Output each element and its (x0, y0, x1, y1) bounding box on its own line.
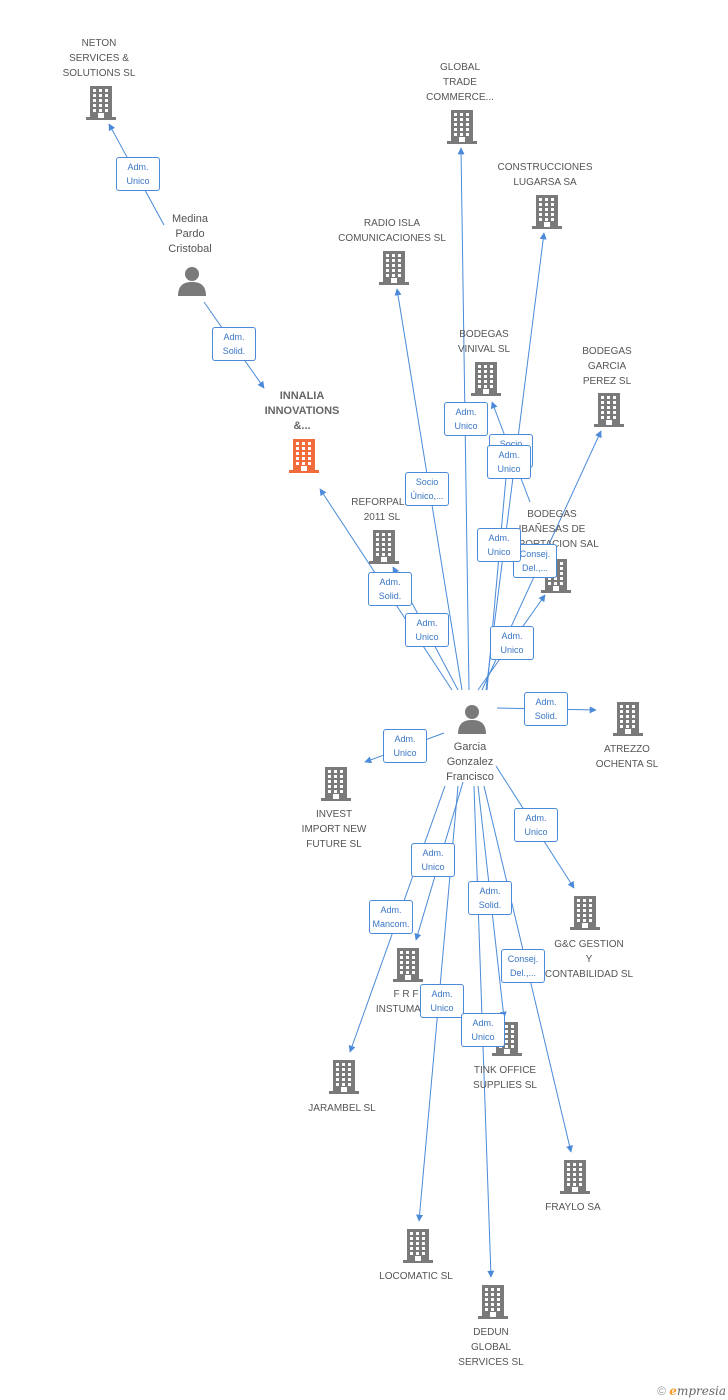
role-badge[interactable]: Adm. Unico (116, 157, 160, 191)
role-badge[interactable]: Adm. Unico (461, 1013, 505, 1047)
company-name-label[interactable]: DEDUN GLOBAL SERVICES SL (458, 1327, 524, 1368)
company-building-icon[interactable] (559, 1160, 591, 1199)
company-building-icon[interactable] (85, 86, 117, 125)
company-name-label[interactable]: ATREZZO OCHENTA SL (595, 744, 659, 770)
role-badge[interactable]: Adm. Unico (411, 843, 455, 877)
company-name-label[interactable]: REFORPALM 2011 SL (351, 497, 413, 523)
company-building-icon[interactable] (477, 1285, 509, 1324)
company-name-label[interactable]: F R F INSTUMATIC (375, 989, 437, 1015)
company-name-label[interactable]: LOCOMATIC SL (379, 1271, 453, 1282)
company-name-label[interactable]: JARAMBEL SL (308, 1103, 376, 1114)
company-name-label[interactable]: FRAYLO SA (545, 1202, 601, 1213)
company-name-label[interactable]: BODEGAS VINIVAL SL (457, 329, 511, 355)
role-badge[interactable]: Consej. Del.,... (501, 949, 545, 983)
role-badge[interactable]: Adm. Unico (405, 613, 449, 647)
company-building-icon[interactable] (569, 896, 601, 935)
company-name-label[interactable]: GLOBAL TRADE COMMERCE... (426, 62, 494, 103)
footer: © empresia (657, 1384, 726, 1398)
person-name-label[interactable]: Medina Pardo Cristobal (168, 213, 212, 255)
company-name-label[interactable]: BODEGAS GARCIA PEREZ SL (582, 346, 632, 387)
company-name-label[interactable]: G&C GESTION Y CONTABILIDAD SL (544, 939, 634, 980)
company-building-icon[interactable] (470, 362, 502, 401)
company-building-icon[interactable] (328, 1060, 360, 1099)
company-name-label[interactable]: INVEST IMPORT NEW FUTURE SL (301, 809, 367, 850)
role-badge[interactable]: Adm. Solid. (368, 572, 412, 606)
role-badge[interactable]: Adm. Solid. (212, 327, 256, 361)
role-badge[interactable]: Adm. Solid. (468, 881, 512, 915)
company-name-label[interactable]: TINK OFFICE SUPPLIES SL (473, 1065, 537, 1091)
person-icon[interactable] (177, 266, 207, 301)
company-building-icon[interactable] (402, 1229, 434, 1268)
company-name-label[interactable]: NETON SERVICES & SOLUTIONS SL (62, 38, 136, 79)
role-badge[interactable]: Socio Único,... (405, 472, 449, 506)
company-name-label[interactable]: RADIO ISLA COMUNICACIONES SL (338, 218, 446, 244)
brand-logo[interactable]: empresia (669, 1384, 726, 1398)
role-badge[interactable]: Adm. Unico (477, 528, 521, 562)
company-building-icon[interactable] (368, 530, 400, 569)
company-building-icon[interactable] (392, 948, 424, 987)
focus-company-building-icon[interactable] (288, 439, 320, 478)
role-badge[interactable]: Adm. Solid. (524, 692, 568, 726)
person-icon[interactable] (457, 704, 487, 739)
role-badge[interactable]: Adm. Unico (420, 984, 464, 1018)
company-building-icon[interactable] (612, 702, 644, 741)
role-badge[interactable]: Adm. Unico (490, 626, 534, 660)
copyright-symbol: © (657, 1384, 666, 1398)
role-badge[interactable]: Adm. Unico (383, 729, 427, 763)
role-badge[interactable]: Adm. Unico (444, 402, 488, 436)
person-name-label[interactable]: Garcia Gonzalez Francisco (446, 741, 494, 783)
company-building-icon[interactable] (446, 110, 478, 149)
company-building-icon[interactable] (320, 767, 352, 806)
company-building-icon[interactable] (378, 251, 410, 290)
company-building-icon[interactable] (593, 393, 625, 432)
company-building-icon[interactable] (531, 195, 563, 234)
role-badge[interactable]: Adm. Unico (487, 445, 531, 479)
role-badge[interactable]: Adm. Mancom. (369, 900, 413, 934)
company-name-label[interactable]: INNALIA INNOVATIONS &... (264, 390, 340, 432)
role-badge[interactable]: Adm. Unico (514, 808, 558, 842)
company-name-label[interactable]: CONSTRUCCIONES LUGARSA SA (497, 162, 593, 188)
